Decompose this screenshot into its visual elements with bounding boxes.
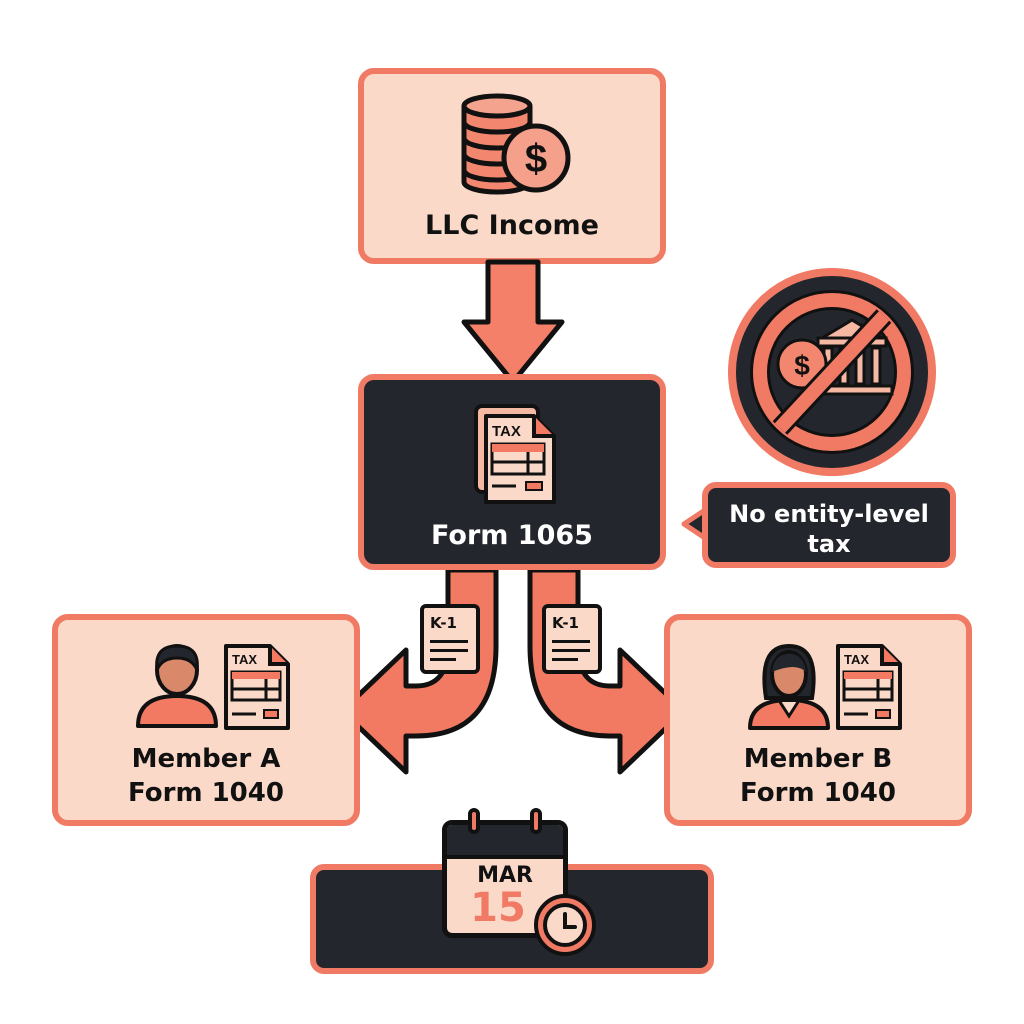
coins-dollar-icon: $ — [461, 93, 571, 195]
member-a-doc-tag: TAX — [232, 652, 257, 667]
member-a-node: TAX Member A Form 1040 — [52, 614, 360, 826]
k1-document-left: K-1 — [420, 604, 480, 674]
no-bank-tax-icon: $ — [728, 268, 936, 476]
k1-label-right: K-1 — [552, 614, 579, 632]
male-person-icon — [136, 644, 218, 728]
svg-text:$: $ — [794, 350, 810, 381]
llc-income-label: LLC Income — [425, 210, 599, 241]
k1-document-right: K-1 — [542, 604, 602, 674]
member-b-doc-tag: TAX — [844, 652, 869, 667]
tax-form-icon: TAX — [224, 644, 290, 730]
callout-line-2: tax — [807, 530, 851, 558]
callout-line-1: No entity-level — [729, 500, 929, 528]
arrow-down-icon — [461, 259, 565, 385]
no-entity-tax-callout: No entity-level tax — [702, 482, 956, 568]
female-person-icon — [748, 643, 830, 730]
form-1065-label: Form 1065 — [431, 520, 593, 551]
k1-arrow-left — [339, 567, 499, 775]
clock-icon — [534, 894, 596, 956]
form-1065-doc-tag: TAX — [492, 423, 521, 440]
tax-document-icon: TAX — [474, 404, 556, 504]
deadline-month: MAR — [477, 863, 533, 888]
svg-text:$: $ — [525, 137, 547, 181]
member-a-form: Form 1040 — [128, 778, 284, 808]
member-a-name: Member A — [131, 744, 281, 774]
tax-form-icon: TAX — [836, 644, 902, 730]
k1-label-left: K-1 — [430, 614, 457, 632]
deadline-day: 15 — [470, 885, 526, 931]
member-b-node: TAX Member B Form 1040 — [664, 614, 972, 826]
member-b-name: Member B — [743, 744, 893, 774]
form-1065-node: TAX Form 1065 — [358, 374, 666, 570]
member-b-form: Form 1040 — [740, 778, 896, 808]
calendar-clock-icon: MAR 15 — [440, 806, 600, 966]
llc-income-node: $ LLC Income — [358, 68, 666, 264]
